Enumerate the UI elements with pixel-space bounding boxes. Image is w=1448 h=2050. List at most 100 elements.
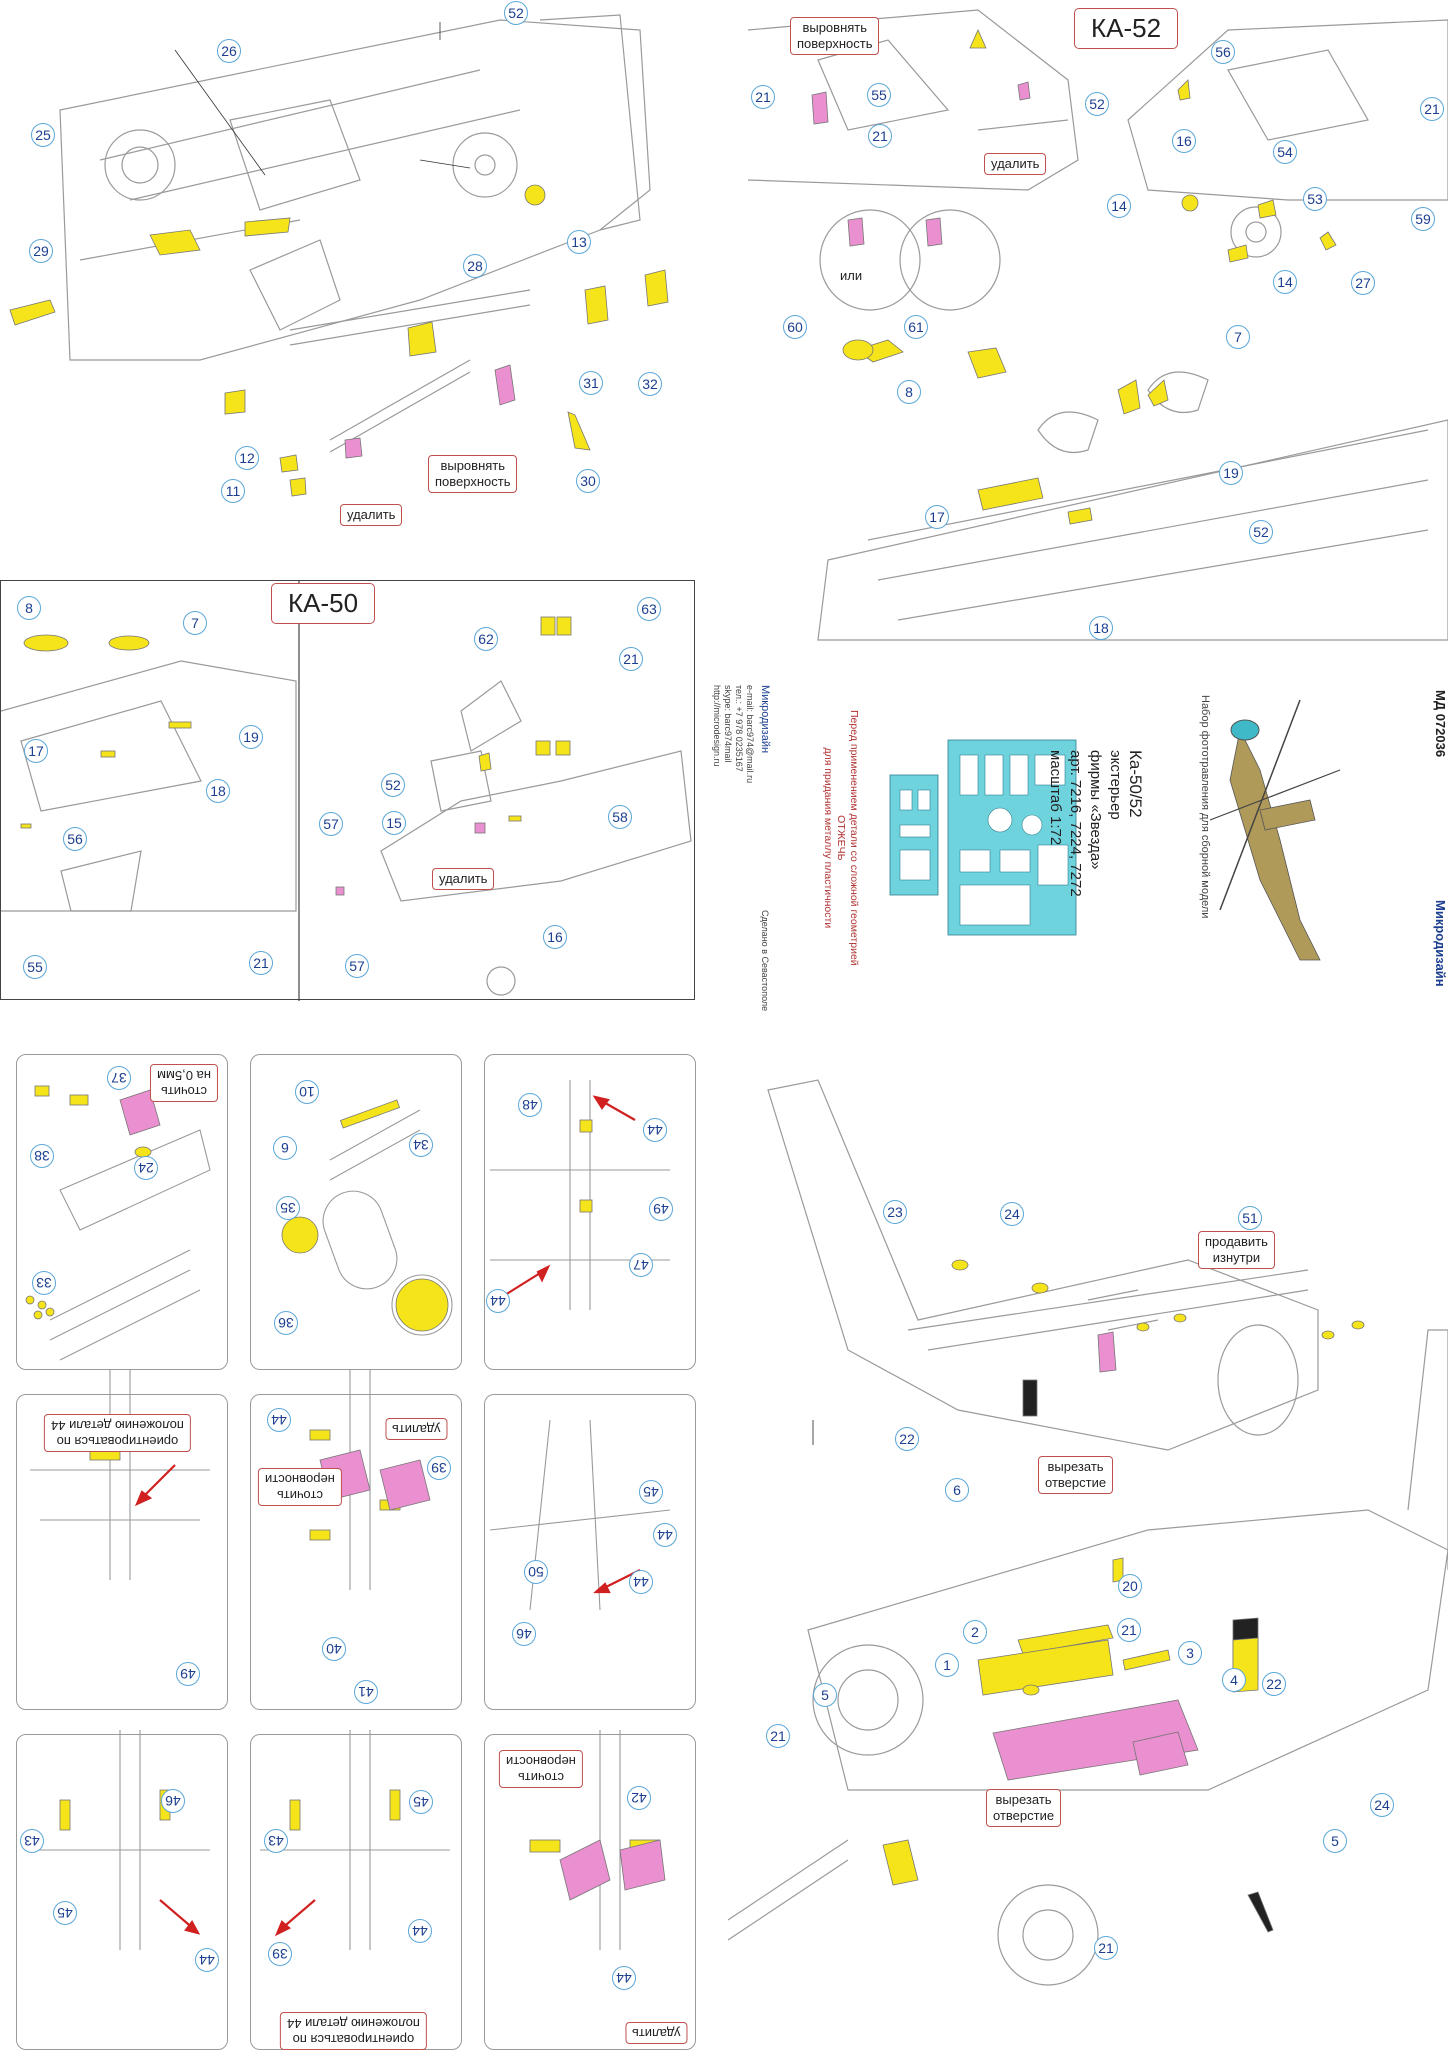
note-orient-44: ориентироваться по положению детали 44 [280,2012,427,2050]
callout: 44 [629,1570,653,1594]
callout: 16 [543,925,567,949]
callout: 53 [1303,187,1327,211]
callout: 35 [276,1196,300,1220]
contact-site: http://microdesign.ru [712,685,722,767]
callout: 21 [751,85,775,109]
cover-card: Микродизайн e-mail: barc974@mail.ru тел.… [712,660,1448,1011]
callout: 4 [1222,1668,1246,1692]
callout: 20 [1118,1574,1142,1598]
callout: 58 [608,805,632,829]
callout: 45 [639,1480,663,1504]
callout: 6 [945,1478,969,1502]
callout: 21 [1117,1618,1141,1642]
callout: 24 [134,1156,158,1180]
callout: 43 [20,1829,44,1853]
step-card-2 [250,1054,462,1370]
callout: 47 [629,1253,653,1277]
note-grind-uneven: сточить неровности [258,1468,342,1506]
rotor-steps: сточить на 0,5мм ориентироваться по поло… [0,1050,720,2050]
callout: 21 [1420,97,1444,121]
scale: масштаб 1:72 [1047,750,1064,846]
callout: 28 [463,254,487,278]
callout: 5 [813,1683,837,1707]
callout: 2 [963,1620,987,1644]
callout: 44 [653,1523,677,1547]
kit-intro: Набор фототравления для сборной модели [1199,695,1211,919]
note-orient-44: ориентироваться по положению детали 44 [44,1414,191,1452]
note-cut-hole: вырезать отверстие [986,1789,1062,1827]
kit-intro-block: Набор фототравления для сборной модели [1199,695,1211,919]
callout: 6 [273,1136,297,1160]
callout: 10 [295,1080,319,1104]
callout: 52 [1249,520,1273,544]
callout: 25 [31,123,55,147]
callout: 7 [1226,325,1250,349]
callout: 46 [161,1789,185,1813]
article-block: МД 072036 [1430,690,1448,757]
callout: 41 [354,1680,378,1704]
panel-rear-fuselage: продавить изнутри вырезать отверстие выр… [728,1050,1448,2048]
callout: 51 [1238,1206,1262,1230]
ka50-line-drawing [1,581,692,1001]
callout: 16 [1172,129,1196,153]
panel-ka52-nose: КА-52 выровнять поверхность удалить или … [728,0,1448,650]
callout: 23 [883,1200,907,1224]
panel-ka50: КА-50 удалить 8 7 19 17 18 56 55 21 62 6… [0,580,695,1001]
callout: 38 [30,1144,54,1168]
callout: 18 [206,779,230,803]
kit-type: экстерьер [1107,750,1124,820]
title-block: Ка-50/52 экстерьер фирмы «Звезда» арт. 7… [1045,750,1145,897]
callout: 21 [619,647,643,671]
callout: 34 [409,1133,433,1157]
callout: 17 [925,505,949,529]
step-card-3 [484,1054,696,1370]
callout: 49 [176,1662,200,1686]
step-card-5 [250,1394,462,1710]
callout: 3 [1178,1641,1202,1665]
callout: 14 [1107,194,1131,218]
callout: 32 [638,372,662,396]
note-remove: удалить [432,868,495,890]
article-code: МД 072036 [1433,690,1448,758]
callout: 8 [897,380,921,404]
callout: 44 [408,1919,432,1943]
callout: 60 [783,315,807,339]
callout: 24 [1370,1793,1394,1817]
step-card-1 [16,1054,228,1370]
callout: 43 [264,1829,288,1853]
contact-skype: skype: barc974mail [723,685,733,763]
brand-block: Микродизайн [1430,900,1448,987]
fuselage-line-drawing [9,14,669,497]
callout: 44 [195,1948,219,1972]
callout: 52 [381,773,405,797]
callout: 30 [576,469,600,493]
callout: 19 [239,725,263,749]
callout: 37 [107,1066,131,1090]
callout: 39 [268,1942,292,1966]
note-level-surface: выровнять поверхность [428,455,518,493]
note-cut-hole: вырезать отверстие [1038,1456,1114,1494]
callout: 21 [249,951,273,975]
callout: 21 [868,124,892,148]
callout: 39 [427,1456,451,1480]
callout: 21 [1094,1936,1118,1960]
callout: 42 [627,1786,651,1810]
title-ka52: КА-52 [1074,8,1179,49]
callout: 7 [183,611,207,635]
callout: 26 [217,39,241,63]
callout: 59 [1411,207,1435,231]
maker: фирмы «Звезда» [1087,750,1104,870]
callout: 45 [409,1790,433,1814]
brand-logo-text: Микродизайн [1433,900,1448,987]
step-card-6 [484,1394,696,1710]
model-name: Ка-50/52 [1126,750,1145,818]
callout: 24 [1000,1202,1024,1226]
callout: 54 [1273,140,1297,164]
callout: 17 [24,739,48,763]
panel-ka52-fuselage: 52 26 25 13 28 29 31 32 12 11 30 выровня… [0,0,720,560]
callout: 40 [322,1637,346,1661]
callout: 55 [23,955,47,979]
callout: 18 [1089,616,1113,640]
article-numbers: арт. 7216, 7224, 7272 [1067,750,1084,897]
